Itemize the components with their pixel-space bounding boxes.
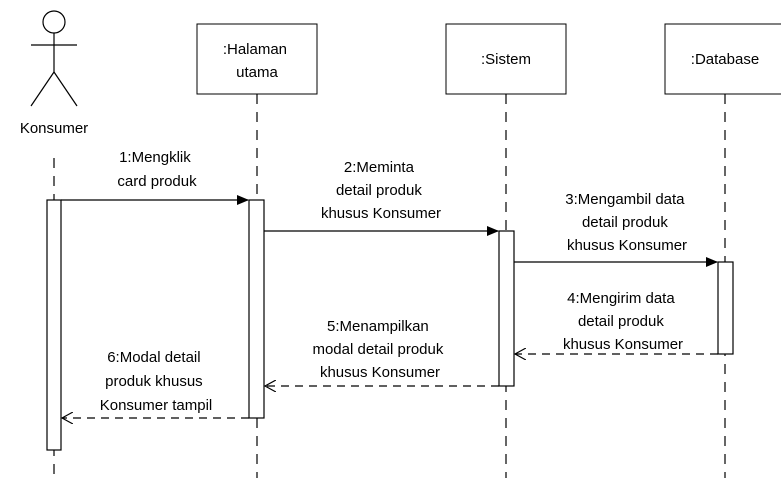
actor-right-leg xyxy=(53,71,78,107)
message-label: 4:Mengirim data detail produk khusus Kon… xyxy=(563,290,683,353)
object-label-line: utama xyxy=(236,64,278,81)
message-label: 1:Mengklik card produk xyxy=(117,149,197,190)
message-4: 4:Mengirim data detail produk khusus Kon… xyxy=(515,290,718,354)
object-label: :Database xyxy=(691,51,759,68)
message-2: 2:Meminta detail produk khusus Konsumer xyxy=(264,159,499,236)
actor-head xyxy=(42,10,66,34)
object-label: :Sistem xyxy=(481,51,531,68)
message-6: 6:Modal detail produk khusus Konsumer ta… xyxy=(62,349,249,418)
message-label-line: 3:Mengambil data xyxy=(565,191,685,208)
message-label-line: detail produk xyxy=(578,313,664,330)
activation-konsumer xyxy=(46,199,62,451)
activation-database xyxy=(717,261,734,355)
message-label: 2:Meminta detail produk khusus Konsumer xyxy=(321,159,441,222)
message-label-line: khusus Konsumer xyxy=(563,336,683,353)
message-label-line: khusus Konsumer xyxy=(320,364,440,381)
message-label-line: 5:Menampilkan xyxy=(327,318,429,335)
message-label: 3:Mengambil data detail produk khusus Ko… xyxy=(565,191,688,254)
message-label-line: Konsumer tampil xyxy=(100,397,213,414)
object-box xyxy=(664,23,781,95)
message-label-line: detail produk xyxy=(336,182,422,199)
message-label: 6:Modal detail produk khusus Konsumer ta… xyxy=(100,349,213,414)
object-halaman-utama: :Halaman utama xyxy=(196,23,318,95)
message-label-line: 4:Mengirim data xyxy=(567,290,675,307)
message-label-line: khusus Konsumer xyxy=(567,237,687,254)
object-box xyxy=(445,23,567,95)
message-label-line: modal detail produk xyxy=(312,341,443,358)
activation-sistem xyxy=(498,230,515,387)
message-1: 1:Mengklik card produk xyxy=(61,149,249,205)
message-5: 5:Menampilkan modal detail produk khusus… xyxy=(265,318,499,386)
message-label-line: 1:Mengklik xyxy=(119,149,191,166)
message-label-line: produk khusus xyxy=(105,373,203,390)
message-label-line: khusus Konsumer xyxy=(321,205,441,222)
message-label-line: 2:Meminta xyxy=(344,159,415,176)
object-label-line: :Halaman xyxy=(223,41,287,58)
actor-konsumer: Konsumer xyxy=(20,10,88,137)
message-3: 3:Mengambil data detail produk khusus Ko… xyxy=(514,191,718,267)
object-box xyxy=(196,23,318,95)
actor-label: Konsumer xyxy=(20,120,88,137)
activation-halaman xyxy=(248,199,265,419)
message-label-line: card produk xyxy=(117,173,197,190)
object-database: :Database xyxy=(664,23,781,95)
message-label-line: detail produk xyxy=(582,214,668,231)
actor-left-leg xyxy=(30,71,55,107)
message-label: 5:Menampilkan modal detail produk khusus… xyxy=(312,318,447,381)
message-label-line: 6:Modal detail xyxy=(107,349,200,366)
object-sistem: :Sistem xyxy=(445,23,567,95)
object-label: :Halaman utama xyxy=(223,41,291,81)
